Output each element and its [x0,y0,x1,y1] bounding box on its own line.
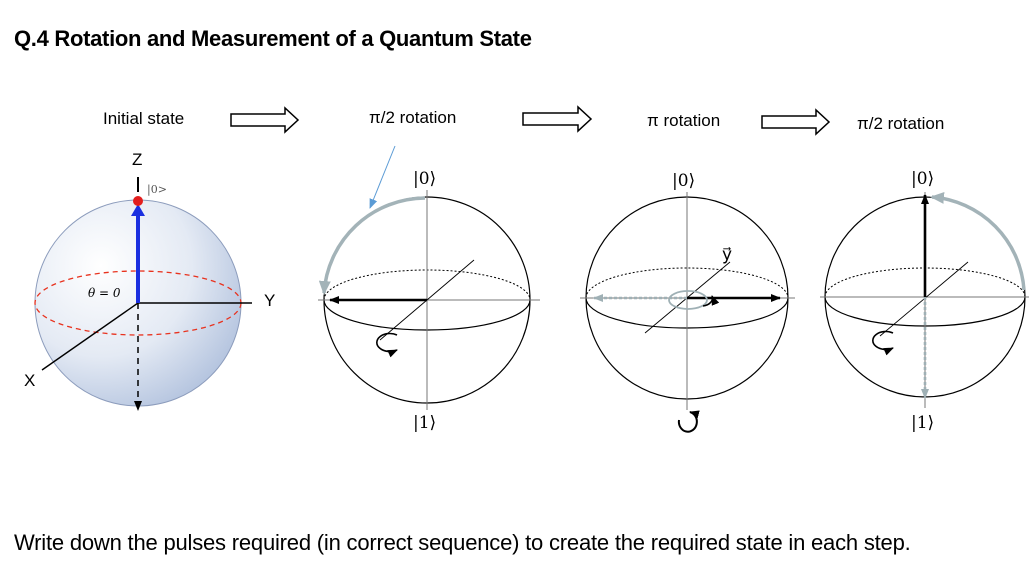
bloch-sphere-4 [820,191,1029,408]
callout-arrow [369,145,396,209]
axis-z-label: Z [132,150,142,169]
stage-label-initial: Initial state [103,109,185,128]
state-point [133,196,143,206]
bloch-sphere-initial [34,177,252,411]
rotation-direction-icon [702,295,720,307]
question-instruction: Write down the pulses required (in corre… [14,530,911,555]
stage-label-pi: π rotation [647,111,721,130]
axis-x-label: X [24,371,35,390]
transition-arrow-3 [761,108,831,136]
axis-y-label: Y [264,291,275,310]
transition-arrow-2 [522,105,593,133]
ket-zero-2: |0⟩ [413,169,436,189]
rotation-orbit [668,290,708,310]
ket-one-2: |1⟩ [413,413,436,433]
ket-one-4: |1⟩ [911,413,934,433]
rotation-direction-icon [872,330,894,356]
theta-label: θ = 0 [88,286,121,300]
bloch-sphere-3 [580,192,795,433]
bloch-sphere-2 [318,145,540,410]
state-vector-head [131,204,145,216]
page-title: Q.4 Rotation and Measurement of a Quantu… [14,26,532,51]
stage-label-half-pi-1: π/2 rotation [369,108,457,127]
x-axis [41,302,139,371]
rotation-direction-icon [376,332,398,358]
ket-zero-4: |0⟩ [911,169,934,189]
rotation-arc [930,191,1026,291]
vector-y-label: y⃗ [722,245,732,265]
transition-arrow-1 [230,106,300,134]
initial-state-label: |0> [147,183,167,197]
ket-zero-3: |0⟩ [672,171,695,191]
stage-label-half-pi-2: π/2 rotation [857,114,945,133]
rotation-arc [318,196,426,295]
z-rotation-icon [677,410,700,433]
